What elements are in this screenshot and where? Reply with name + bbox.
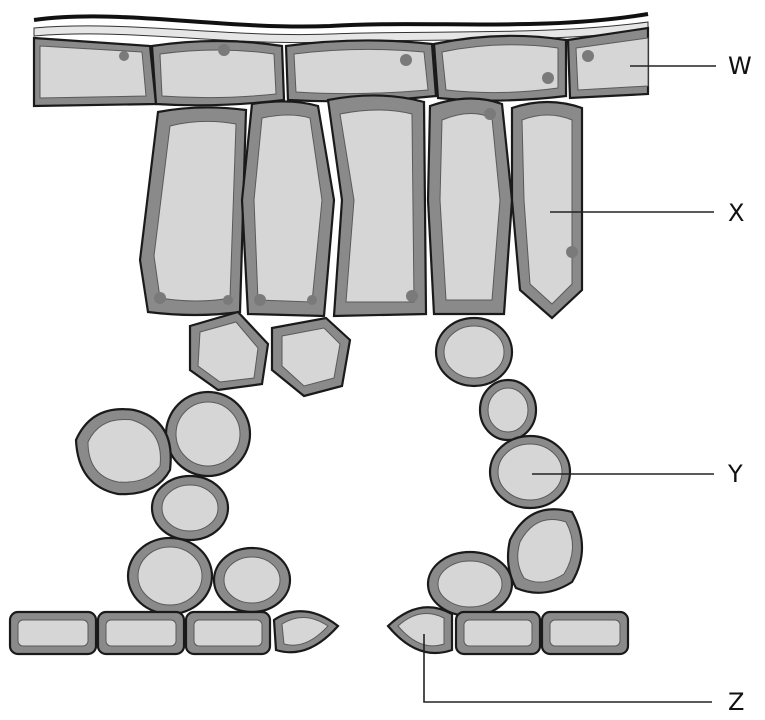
spongy-cell (480, 380, 536, 440)
label-z: Z (728, 690, 744, 714)
spongy-cell (490, 436, 570, 508)
palisade-cell (428, 98, 512, 314)
spongy-cell (128, 538, 212, 614)
spongy-cell (508, 509, 582, 593)
epidermis-cell (286, 40, 436, 101)
spongy-cell (166, 392, 250, 476)
spongy-cell (190, 312, 268, 390)
palisade-cell (242, 101, 334, 316)
epidermis-cell (568, 28, 648, 98)
epidermis-cell (542, 612, 628, 654)
spongy-cell (152, 476, 228, 540)
epidermis-cell (434, 36, 566, 101)
guard-cell-left (274, 611, 338, 652)
spongy-cell (76, 409, 171, 494)
label-w: W (728, 54, 752, 78)
label-y: Y (728, 462, 743, 486)
guard-cell-right (388, 607, 452, 653)
epidermis-cell (152, 41, 284, 105)
epidermis-cell (186, 612, 270, 654)
palisade-cell (140, 107, 246, 315)
spongy-cell (428, 552, 512, 616)
palisade-cell (328, 95, 426, 316)
spongy-cell (272, 318, 350, 396)
label-x: X (728, 201, 744, 225)
guard-cells (274, 607, 452, 653)
epidermis-cell (34, 38, 156, 106)
spongy-cell (436, 318, 512, 386)
spongy-cell (214, 548, 290, 612)
spongy-layer (76, 312, 582, 616)
palisade-layer (140, 95, 582, 318)
epidermis-cell (98, 612, 184, 654)
palisade-cell (512, 102, 582, 318)
epidermis-cell (456, 612, 540, 654)
epidermis-cell (10, 612, 96, 654)
